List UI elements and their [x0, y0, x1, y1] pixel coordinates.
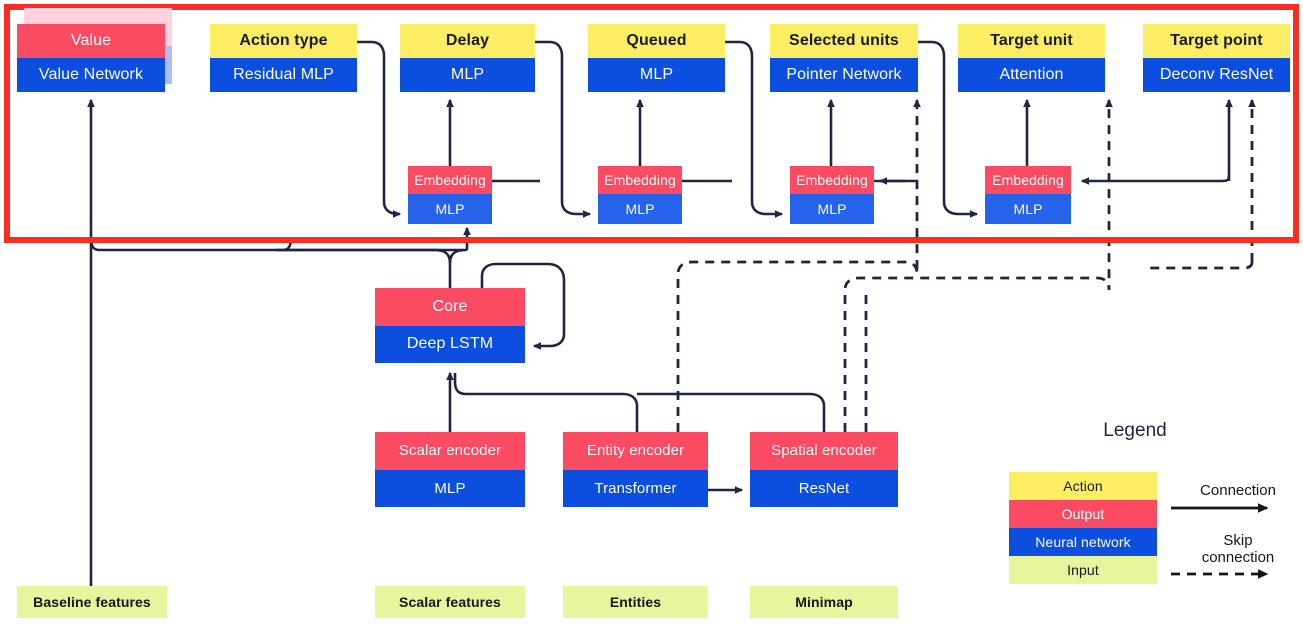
node-input-scalar-features-label: Scalar features — [375, 586, 525, 618]
node-action-type-network: Residual MLP — [210, 58, 357, 92]
node-spatial-encoder[interactable]: Spatial encoder ResNet — [750, 432, 898, 507]
node-embedding-selected-units-network: MLP — [790, 194, 874, 224]
node-embedding-delay-output: Embedding — [408, 166, 492, 194]
node-input-entities-label: Entities — [563, 586, 708, 618]
legend-swatch-action: Action — [1009, 472, 1157, 500]
node-core-output: Core — [375, 288, 525, 326]
legend-title: Legend — [1103, 420, 1167, 441]
node-entity-encoder-network: Transformer — [563, 470, 708, 507]
node-target-unit[interactable]: Target unit Attention — [958, 24, 1105, 92]
node-queued[interactable]: Queued MLP — [588, 24, 725, 92]
node-spatial-encoder-output: Spatial encoder — [750, 432, 898, 470]
node-embedding-queued-network: MLP — [598, 194, 682, 224]
node-input-baseline-features-label: Baseline features — [17, 586, 167, 618]
node-entity-encoder-output: Entity encoder — [563, 432, 708, 470]
node-action-type[interactable]: Action type Residual MLP — [210, 24, 357, 92]
node-embedding-selected-units[interactable]: Embedding MLP — [790, 166, 874, 224]
node-entity-encoder[interactable]: Entity encoder Transformer — [563, 432, 708, 507]
node-embedding-queued[interactable]: Embedding MLP — [598, 166, 682, 224]
node-delay[interactable]: Delay MLP — [400, 24, 535, 92]
node-core-network: Deep LSTM — [375, 326, 525, 363]
node-queued-network: MLP — [588, 58, 725, 92]
node-input-entities[interactable]: Entities — [563, 586, 708, 618]
node-target-unit-network: Attention — [958, 58, 1105, 92]
node-selected-units-action: Selected units — [770, 24, 918, 58]
node-input-minimap-label: Minimap — [750, 586, 898, 618]
highlight-region — [4, 4, 1299, 243]
node-embedding-delay[interactable]: Embedding MLP — [408, 166, 492, 224]
node-action-type-action: Action type — [210, 24, 357, 58]
legend-skip-label: Skip connection — [1201, 532, 1275, 567]
legend-swatches: Action Output Neural network Input — [1009, 472, 1157, 584]
node-target-point[interactable]: Target point Deconv ResNet — [1143, 24, 1290, 92]
node-target-point-network: Deconv ResNet — [1143, 58, 1290, 92]
node-input-baseline-features[interactable]: Baseline features — [17, 586, 167, 618]
node-embedding-delay-network: MLP — [408, 194, 492, 224]
node-value[interactable]: Value Value Network — [17, 24, 165, 92]
node-embedding-selected-units-output: Embedding — [790, 166, 874, 194]
node-embedding-target-unit[interactable]: Embedding MLP — [985, 166, 1071, 224]
legend-swatch-neural-network: Neural network — [1009, 528, 1157, 556]
node-embedding-target-unit-output: Embedding — [985, 166, 1071, 194]
node-value-action: Value — [17, 24, 165, 58]
node-embedding-queued-output: Embedding — [598, 166, 682, 194]
node-delay-action: Delay — [400, 24, 535, 58]
node-delay-network: MLP — [400, 58, 535, 92]
legend-swatch-output: Output — [1009, 500, 1157, 528]
node-core[interactable]: Core Deep LSTM — [375, 288, 525, 363]
node-input-minimap[interactable]: Minimap — [750, 586, 898, 618]
node-scalar-encoder[interactable]: Scalar encoder MLP — [375, 432, 525, 507]
node-input-scalar-features[interactable]: Scalar features — [375, 586, 525, 618]
node-target-unit-action: Target unit — [958, 24, 1105, 58]
legend: Legend Action Output Neural network Inpu… — [985, 420, 1285, 620]
node-value-network: Value Network — [17, 58, 165, 92]
legend-swatch-input: Input — [1009, 556, 1157, 584]
node-scalar-encoder-output: Scalar encoder — [375, 432, 525, 470]
node-embedding-target-unit-network: MLP — [985, 194, 1071, 224]
legend-connection-label: Connection — [1200, 482, 1276, 499]
node-target-point-action: Target point — [1143, 24, 1290, 58]
node-selected-units-network: Pointer Network — [770, 58, 918, 92]
node-spatial-encoder-network: ResNet — [750, 470, 898, 507]
node-selected-units[interactable]: Selected units Pointer Network — [770, 24, 918, 92]
node-queued-action: Queued — [588, 24, 725, 58]
node-scalar-encoder-network: MLP — [375, 470, 525, 507]
